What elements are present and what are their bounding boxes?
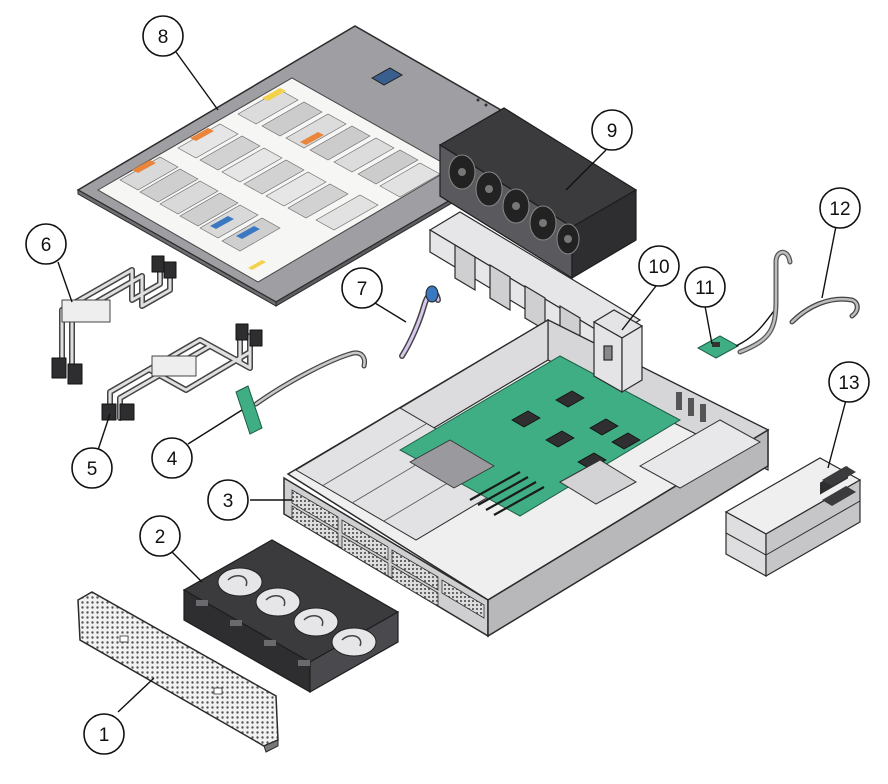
power-supplies [724, 457, 862, 578]
motherboard-components [511, 390, 641, 470]
callout-6: 6 [25, 223, 67, 265]
dimm-slots [469, 471, 545, 516]
service-label-detail [119, 89, 441, 252]
fan-modules [438, 107, 638, 280]
cover-latch [370, 67, 404, 86]
svg-text:11: 11 [695, 278, 715, 299]
svg-text:7: 7 [357, 279, 368, 300]
label-color-strips [132, 88, 324, 270]
rear-io [676, 392, 706, 422]
callout-3: 3 [207, 479, 249, 521]
front-drive-bays [291, 489, 485, 619]
callout-10: 10 [638, 245, 680, 287]
cable-assembly-5 [101, 323, 263, 421]
callout-4: 4 [151, 437, 193, 479]
svg-text:6: 6 [41, 235, 52, 256]
small-board [696, 305, 779, 359]
chassis [283, 318, 770, 638]
svg-text:1: 1 [99, 725, 110, 746]
callout-1: 1 [83, 713, 125, 755]
psu-bay [638, 419, 762, 489]
cable-assembly-6 [51, 255, 177, 385]
riser-bracket [592, 309, 644, 394]
callout-2: 2 [139, 515, 181, 557]
svg-text:2: 2 [155, 527, 166, 548]
svg-text:3: 3 [223, 491, 234, 512]
callout-8: 8 [142, 15, 184, 57]
svg-text:8: 8 [158, 27, 169, 48]
callout-5: 5 [71, 447, 113, 489]
callout-12: 12 [819, 187, 861, 229]
callout-11: 11 [684, 266, 726, 308]
callout-13: 13 [828, 361, 870, 403]
disk-drives [182, 539, 400, 694]
svg-text:13: 13 [838, 373, 859, 394]
leader-lines [57, 51, 847, 713]
svg-text:9: 9 [607, 121, 618, 142]
svg-text:10: 10 [648, 257, 669, 278]
svg-text:4: 4 [167, 449, 178, 470]
air-duct [559, 459, 637, 505]
callout-7: 7 [341, 267, 383, 309]
cable-4 [235, 350, 367, 435]
callout-9: 9 [591, 109, 633, 151]
cpu-heatsink [409, 439, 495, 489]
svg-text:5: 5 [87, 459, 98, 480]
front-bezel [77, 591, 279, 753]
svg-text:12: 12 [829, 199, 850, 220]
